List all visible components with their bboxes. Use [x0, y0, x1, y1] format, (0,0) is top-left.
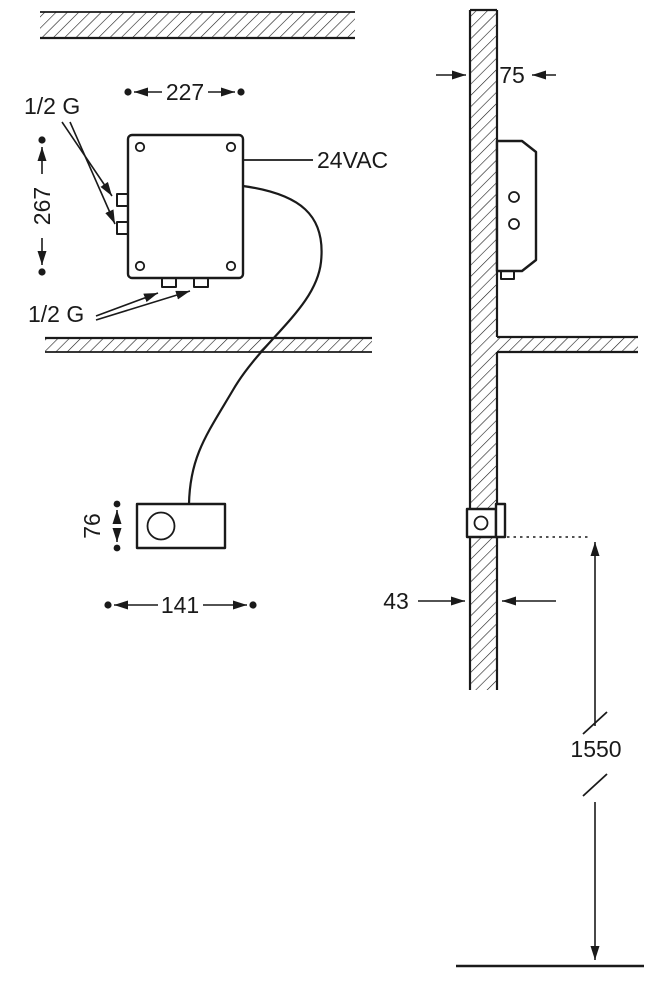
- control-box: [116, 133, 245, 288]
- corner-screw: [225, 260, 237, 272]
- dim-recess-depth-label: 43: [383, 588, 409, 614]
- dim-endpoint-dot: [249, 601, 257, 609]
- control-box-side: [495, 139, 538, 280]
- callout-arrow: [69, 121, 116, 225]
- wall-section-side: [468, 8, 499, 690]
- dim-endpoint-dot: [38, 268, 46, 276]
- dim-endpoint-dot: [104, 601, 112, 609]
- dim-endpoint-dot: [124, 88, 132, 96]
- side-view: 75 43 1550: [383, 8, 644, 968]
- inlet-fitting-left: [116, 193, 129, 207]
- remote-panel-side: [465, 502, 590, 539]
- dim-box-height-label: 267: [29, 187, 55, 225]
- power-callout: 24VAC: [243, 147, 388, 173]
- hatch-band: [497, 337, 638, 352]
- dim-endpoint-dot: [113, 500, 121, 508]
- fitting-label-top: 1/2 G: [24, 93, 80, 119]
- control-cable: [187, 184, 323, 505]
- dim-wall-offset-label: 75: [499, 62, 525, 88]
- dim-box-width-label: 227: [166, 79, 204, 105]
- panel-side-faceplate: [494, 502, 507, 539]
- control-box-body: [126, 133, 245, 280]
- shelf-section-side: [497, 335, 638, 354]
- hatch-band: [40, 12, 355, 38]
- panel-side-body: [465, 507, 498, 539]
- break-mark: [582, 711, 608, 735]
- dim-mounting-height: 1550: [570, 542, 622, 960]
- corner-screw: [225, 141, 237, 153]
- panel-side-button: [473, 515, 489, 531]
- dim-endpoint-dot: [237, 88, 245, 96]
- fitting-label-bottom: 1/2 G: [28, 301, 84, 327]
- wall-section-front-upper: [40, 11, 355, 40]
- hatch-band: [470, 10, 497, 690]
- callout-arrow: [95, 290, 191, 321]
- box-side-button: [508, 218, 520, 230]
- panel-button: [146, 511, 176, 541]
- dim-endpoint-dot: [113, 544, 121, 552]
- fitting-callout-top: 1/2 G: [24, 93, 116, 225]
- power-label: 24VAC: [317, 147, 388, 173]
- callout-arrow: [95, 292, 159, 317]
- fitting-callout-bottom: 1/2 G: [28, 290, 191, 327]
- dim-panel-height-label: 76: [79, 513, 105, 539]
- dim-endpoint-dot: [38, 136, 46, 144]
- box-side-body: [495, 139, 538, 273]
- dim-wall-offset: 75: [436, 62, 556, 88]
- corner-screw: [134, 141, 146, 153]
- outlet-fitting-bottom: [193, 277, 209, 288]
- break-mark: [582, 773, 608, 797]
- inlet-fitting-left: [116, 221, 129, 235]
- dim-recess-depth: 43: [383, 588, 556, 614]
- dim-panel-width-label: 141: [161, 592, 199, 618]
- remote-panel: [135, 502, 227, 550]
- corner-screw: [134, 260, 146, 272]
- dim-panel-width: 141: [104, 592, 257, 618]
- dim-mounting-height-label: 1550: [570, 736, 621, 762]
- hatch-band: [45, 338, 372, 352]
- dim-panel-height: 76: [79, 500, 122, 552]
- outlet-fitting-bottom: [161, 277, 177, 288]
- box-side-button: [508, 191, 520, 203]
- wall-section-front-lower: [45, 336, 372, 353]
- dim-box-width: 227: [124, 79, 245, 105]
- front-view: 227 1/2 G 267: [24, 11, 388, 618]
- dim-box-height: 267: [29, 136, 55, 276]
